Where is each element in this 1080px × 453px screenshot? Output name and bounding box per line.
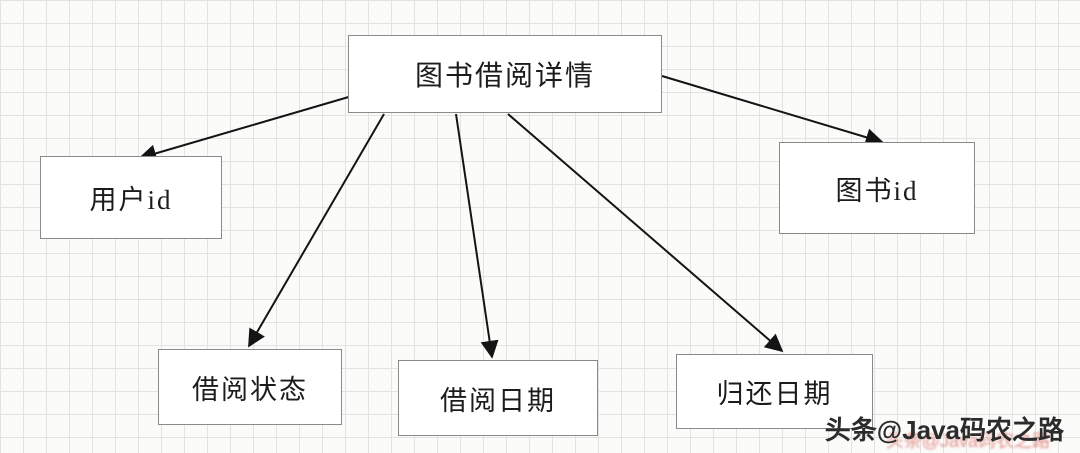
node-return-date: 归还日期: [676, 354, 873, 429]
edge-title-to-user-id: [138, 95, 353, 163]
watermark-text: 头条@Java码农之路: [824, 415, 1064, 445]
node-book-borrow-detail-label: 图书借阅详情: [414, 61, 595, 92]
node-book-id-label: 图书id: [835, 175, 919, 206]
watermark-red-ghost: 头条@Java码农之路: [885, 431, 1050, 451]
node-book-borrow-detail: 图书借阅详情: [348, 35, 662, 113]
node-borrow-status: 借阅状态: [158, 349, 342, 425]
edge-title-to-borrow-date: [455, 113, 499, 359]
node-user-id-label: 用户id: [89, 185, 173, 215]
edge-title-to-return-date: [507, 113, 784, 353]
node-user-id: 用户id: [40, 156, 222, 239]
node-return-date-label: 归还日期: [716, 379, 833, 409]
node-book-id: 图书id: [779, 142, 975, 234]
node-borrow-date: 借阅日期: [398, 360, 598, 436]
edge-title-to-book-id: [661, 75, 884, 146]
node-borrow-date-label: 借阅日期: [440, 385, 556, 416]
node-borrow-status-label: 借阅状态: [192, 374, 308, 405]
edge-title-to-borrow-status: [248, 113, 385, 348]
